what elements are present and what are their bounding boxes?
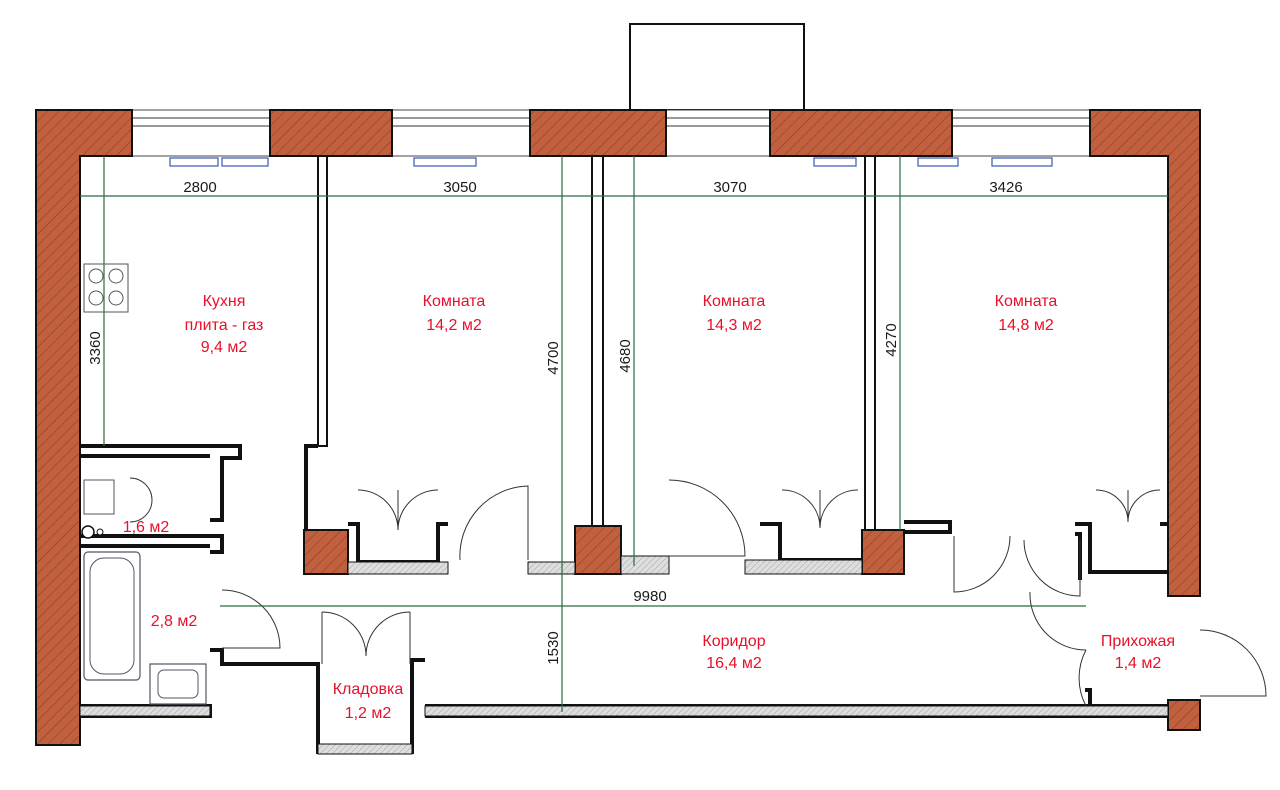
fixtures xyxy=(81,263,207,705)
dim-corridor-depth: 1530 xyxy=(545,631,562,664)
corridor-name: Коридор xyxy=(702,633,765,650)
room1-name: Комната xyxy=(423,293,486,310)
corridor-area: 16,4 м2 xyxy=(706,655,762,672)
kitchen-area: 9,4 м2 xyxy=(201,339,248,356)
kitchen-name: Кухня xyxy=(203,293,246,310)
balcony xyxy=(629,23,805,111)
dim-width-1: 2800 xyxy=(183,179,216,196)
dim-room2-depth: 4680 xyxy=(617,339,634,372)
windows xyxy=(131,109,1091,157)
dimension-lines xyxy=(80,156,1168,712)
dim-total-length: 9980 xyxy=(633,588,666,605)
dim-width-2: 3050 xyxy=(443,179,476,196)
doors xyxy=(129,477,1267,707)
dim-width-3: 3070 xyxy=(713,179,746,196)
hall-area: 1,4 м2 xyxy=(1115,655,1162,672)
room3-area: 14,8 м2 xyxy=(998,317,1054,334)
room-labels: Кухня плита - газ 9,4 м2 Комната 14,2 м2… xyxy=(123,293,1175,722)
dim-room3-depth: 4270 xyxy=(883,323,900,356)
room2-area: 14,3 м2 xyxy=(706,317,762,334)
dim-width-4: 3426 xyxy=(989,179,1022,196)
bath-area: 2,8 м2 xyxy=(151,613,198,630)
dim-kitchen-depth: 3360 xyxy=(87,331,104,364)
room1-area: 14,2 м2 xyxy=(426,317,482,334)
bathtub-icon xyxy=(83,551,141,681)
hall-name: Прихожая xyxy=(1101,633,1175,650)
outer-walls xyxy=(35,109,1201,746)
dim-room1-depth: 4700 xyxy=(545,341,562,374)
toilet-area: 1,6 м2 xyxy=(123,519,170,536)
dimension-labels: 2800 3050 3070 3426 3360 4700 4680 4270 … xyxy=(87,179,1023,665)
storage-area: 1,2 м2 xyxy=(345,705,392,722)
room3-name: Комната xyxy=(995,293,1058,310)
sink-icon xyxy=(149,663,207,705)
interior-walls xyxy=(79,155,1169,755)
kitchen-note: плита - газ xyxy=(185,317,264,334)
stove-icon xyxy=(83,263,129,313)
room2-name: Комната xyxy=(703,293,766,310)
radiators xyxy=(169,157,1053,167)
storage-name: Кладовка xyxy=(333,681,404,698)
toilet-icon xyxy=(83,479,115,515)
